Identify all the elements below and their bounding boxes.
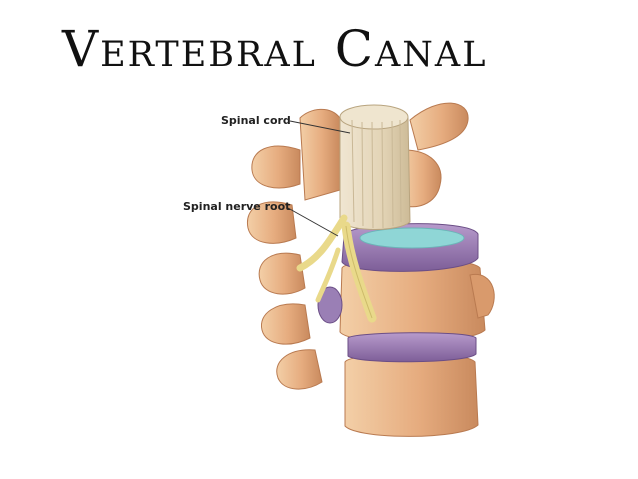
label-spinal-nerve-root: Spinal nerve root bbox=[183, 200, 290, 213]
spinal-nerve-root bbox=[296, 214, 377, 323]
spinal-cord bbox=[339, 104, 411, 230]
slide-title: Vertebral Canal bbox=[62, 20, 488, 78]
upper-vertebra bbox=[299, 102, 469, 208]
intervertebral-discs bbox=[317, 223, 479, 363]
label-spinal-cord: Spinal cord bbox=[221, 114, 291, 127]
vertebral-bodies bbox=[339, 258, 495, 437]
nucleus-pulposus bbox=[359, 227, 465, 249]
spinous-processes bbox=[246, 145, 323, 390]
label-leaders bbox=[287, 120, 351, 237]
